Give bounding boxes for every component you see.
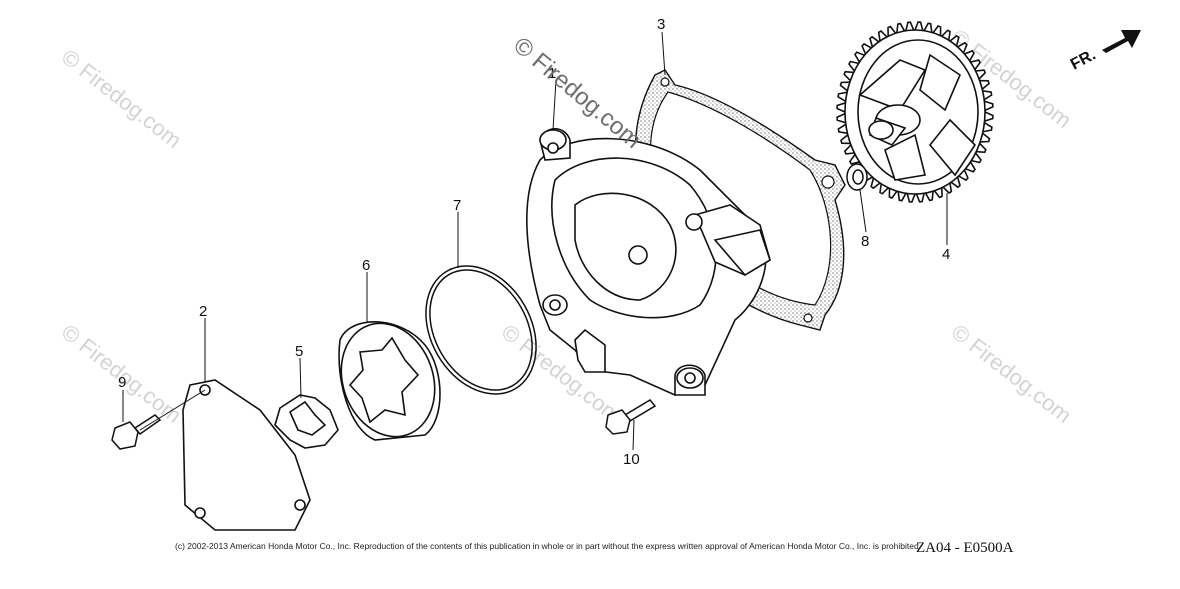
watermark-faint-1: © Firedog.com	[57, 44, 186, 153]
part-9-bolt[interactable]	[111, 414, 162, 450]
copyright-notice: (c) 2002-2013 American Honda Motor Co., …	[175, 541, 922, 551]
part-5-inner-rotor[interactable]	[274, 394, 339, 449]
watermark-center: © Firedog.com	[508, 32, 646, 154]
callout-2[interactable]: 2	[199, 303, 207, 320]
part-1-pump-housing[interactable]	[526, 127, 771, 396]
part-7-o-ring[interactable]	[404, 246, 559, 414]
part-10-bolt[interactable]	[605, 399, 657, 435]
callout-10[interactable]: 10	[623, 451, 640, 468]
part-3-gasket[interactable]	[634, 69, 846, 331]
front-direction-label: FR.	[1068, 46, 1099, 73]
callout-6[interactable]: 6	[362, 257, 370, 274]
watermark-faint-5: © Firedog.com	[947, 319, 1076, 428]
front-direction-marker: FR.	[1068, 30, 1141, 74]
part-8-washer[interactable]	[846, 163, 868, 191]
callout-1[interactable]: 1	[548, 65, 556, 82]
part-2-cover-plate[interactable]	[182, 379, 311, 531]
diagram-code: ZA04 - E0500A	[916, 540, 1014, 556]
callout-5[interactable]: 5	[295, 343, 303, 360]
part-6-outer-rotor[interactable]	[326, 310, 450, 450]
callout-3[interactable]: 3	[657, 16, 665, 33]
callout-labels: 1 2 3 4 5 6 7 8 9 10	[118, 16, 950, 468]
callout-9[interactable]: 9	[118, 374, 126, 391]
front-arrow-icon	[1102, 30, 1141, 53]
leader-lines	[122, 31, 948, 451]
callout-7[interactable]: 7	[453, 197, 461, 214]
part-4-gear[interactable]	[836, 21, 994, 203]
callout-8[interactable]: 8	[861, 233, 869, 250]
callout-4[interactable]: 4	[942, 246, 950, 263]
